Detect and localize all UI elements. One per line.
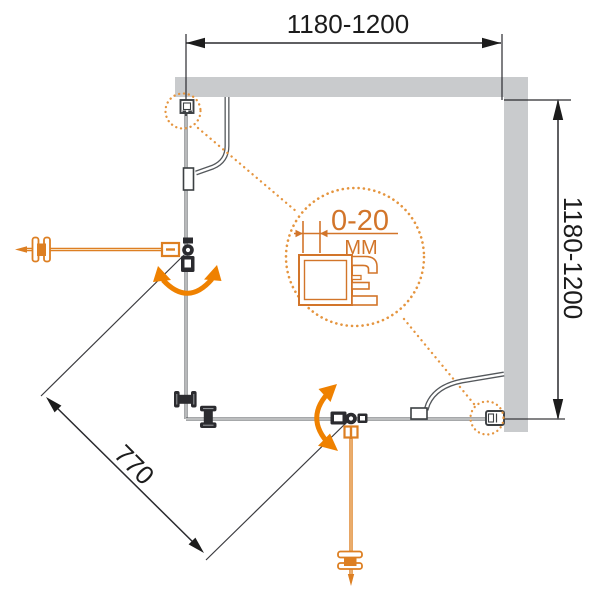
bracket-slot	[182, 102, 192, 111]
support-bar-top-left	[182, 97, 230, 191]
profile-bottom-flange	[351, 295, 378, 306]
arrow-down-icon	[552, 399, 564, 420]
hinge-clamp-slot	[334, 414, 343, 422]
handle-hub	[37, 243, 46, 256]
arrow-left-icon	[320, 229, 328, 238]
profile-notch	[351, 274, 362, 281]
arrow-up-icon	[552, 99, 564, 120]
callout-ring-bottom-right	[469, 400, 505, 436]
bracket-foot-right	[188, 110, 192, 114]
support-bar-core	[195, 97, 229, 175]
door-edge-tip	[347, 574, 355, 586]
hinge-clamp-slot	[184, 259, 191, 268]
door-width-dimension: 770	[46, 397, 204, 553]
bracket-slot	[487, 413, 495, 423]
hinge-clamp-top	[183, 237, 193, 244]
swing-arrow-left-icon	[153, 266, 171, 282]
wall-top	[175, 77, 528, 97]
leader-line-bottom	[402, 317, 476, 406]
swing-arrow-down-icon	[318, 433, 338, 451]
arrow-up-left-icon	[46, 397, 62, 413]
swing-arc-bottom	[314, 384, 338, 451]
hinge-pivot-hole	[185, 247, 191, 253]
arrow-right-icon	[482, 37, 501, 49]
right-height-dimension: 1180-1200	[504, 99, 588, 420]
bottom-door-hinge	[330, 411, 368, 439]
top-width-dimension: 1180-1200	[185, 9, 503, 116]
bottom-door-handle	[337, 550, 363, 570]
arrow-right-icon	[295, 229, 303, 238]
bottom-door-open	[330, 411, 368, 586]
right-height-label: 1180-1200	[558, 197, 588, 319]
left-door-hinge	[160, 237, 195, 272]
wall-bracket-top-left	[164, 92, 202, 130]
wall-bracket-bottom-right	[469, 400, 505, 436]
detail-callout: 0-20 ММ	[284, 186, 426, 328]
arrow-left-icon	[186, 37, 205, 49]
hinge-clamp-slot	[360, 416, 365, 421]
connector-hub	[179, 394, 192, 404]
detail-range-label: 0-20	[331, 205, 389, 237]
profile-inner-tube	[303, 259, 348, 301]
support-bar-core	[424, 372, 505, 411]
detail-adjustment-dimension: 0-20 ММ	[294, 205, 398, 259]
walls	[175, 77, 528, 432]
leader-line-top	[196, 126, 299, 214]
hinge-pivot-hole	[348, 416, 354, 421]
left-door-open	[15, 236, 195, 272]
connector-hub	[203, 410, 213, 423]
swing-arrow-right-icon	[204, 265, 222, 281]
swing-arc-left	[153, 265, 222, 296]
profile-top-hook	[351, 255, 378, 274]
callout-ring-top-left	[164, 92, 202, 130]
swing-arrow-up-icon	[318, 384, 337, 402]
handle-hub	[344, 557, 357, 566]
left-door-handle	[31, 236, 51, 263]
door-width-label: 770	[108, 439, 160, 491]
arrow-down-right-icon	[188, 537, 204, 553]
corner-connector-vertical	[174, 391, 197, 408]
handle-bar	[337, 550, 363, 559]
profile-cross-section	[298, 254, 378, 306]
corner-connector-horizontal	[200, 405, 217, 428]
support-bar-glass-foot	[410, 407, 428, 420]
door-edge-tip	[15, 246, 27, 253]
top-width-label: 1180-1200	[287, 9, 409, 39]
detail-unit-label: ММ	[344, 237, 377, 259]
wall-right	[504, 97, 528, 432]
support-bar-bottom-right	[410, 371, 505, 420]
bracket-foot-left	[182, 110, 187, 114]
dimension-line	[47, 398, 203, 552]
support-bar-glass-foot	[182, 167, 195, 191]
profile-middle-finger	[351, 281, 370, 290]
swing-arc	[161, 277, 214, 296]
